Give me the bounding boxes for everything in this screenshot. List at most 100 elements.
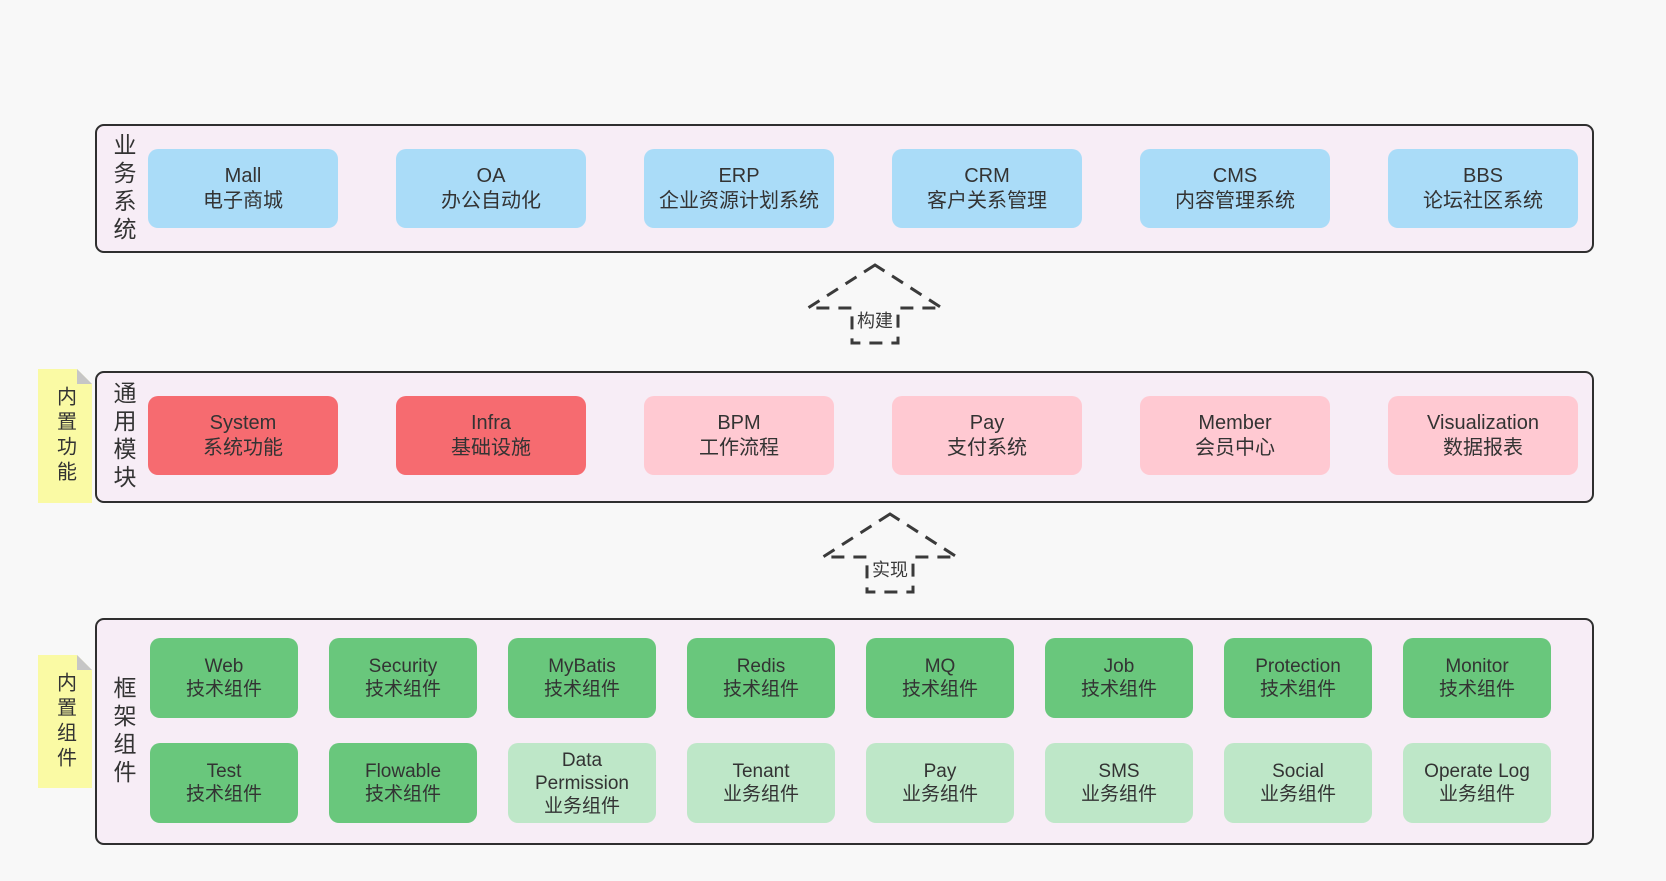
- box-subtitle: 业务组件: [1259, 784, 1336, 805]
- box-subtitle: 论坛社区系统: [1423, 189, 1543, 212]
- box-subtitle: 会员中心: [1195, 436, 1275, 459]
- box-subtitle: 技术组件: [1080, 679, 1157, 700]
- folded-corner-icon: [77, 369, 92, 384]
- sticky-text: 内置功能: [53, 386, 76, 486]
- box-subtitle: 内容管理系统: [1175, 189, 1295, 212]
- box-title: SMS: [1098, 761, 1140, 782]
- box-title: Pay: [923, 761, 957, 782]
- box-pay-component: Pay 业务组件: [866, 743, 1014, 823]
- box-title: Redis: [736, 656, 786, 677]
- box-mall: Mall 电子商城: [148, 149, 338, 228]
- box-monitor: Monitor 技术组件: [1403, 638, 1551, 718]
- box-subtitle: 支付系统: [947, 436, 1027, 459]
- sticky-paper: [38, 369, 92, 503]
- box-title: System: [209, 411, 277, 434]
- box-title: BBS: [1462, 164, 1504, 187]
- box-oa: OA 办公自动化: [396, 149, 586, 228]
- box-subtitle: 企业资源计划系统: [659, 189, 819, 212]
- box-title: Member: [1198, 411, 1272, 434]
- box-title: Social: [1272, 761, 1324, 782]
- box-redis: Redis 技术组件: [687, 638, 835, 718]
- arrow-implement-label: 实现: [869, 556, 911, 582]
- arrow-build-label: 构建: [854, 307, 896, 333]
- box-title: Protection: [1255, 656, 1341, 677]
- box-subtitle: 技术组件: [901, 679, 978, 700]
- box-title: CMS: [1212, 164, 1258, 187]
- sticky-note-builtin-features: 内置功能: [38, 369, 92, 503]
- box-subtitle: 电子商城: [203, 189, 283, 212]
- box-subtitle: 工作流程: [699, 436, 779, 459]
- box-subtitle: 技术组件: [1259, 679, 1336, 700]
- box-title: Test: [206, 761, 242, 782]
- box-test: Test 技术组件: [150, 743, 298, 823]
- box-subtitle: 技术组件: [364, 679, 441, 700]
- box-subtitle: 技术组件: [543, 679, 620, 700]
- box-subtitle: 业务组件: [1080, 784, 1157, 805]
- band-framework-components: 框架组件 Web 技术组件 Security 技术组件 MyBatis 技术组件…: [95, 618, 1594, 845]
- box-infra: Infra 基础设施: [396, 396, 586, 475]
- box-subtitle: 技术组件: [364, 784, 441, 805]
- arrow-implement: 实现: [820, 511, 960, 595]
- box-subtitle: 办公自动化: [441, 189, 541, 212]
- box-sms: SMS 业务组件: [1045, 743, 1193, 823]
- box-title: Monitor: [1445, 656, 1509, 677]
- arrow-build: 构建: [805, 262, 945, 346]
- band-label-business-systems: 业务系统: [110, 132, 136, 245]
- up-arrow-icon: [805, 263, 945, 345]
- box-title: Web: [204, 656, 244, 677]
- box-title: Operate Log: [1424, 761, 1530, 782]
- box-subtitle: 客户关系管理: [927, 189, 1047, 212]
- business-systems-row: Mall 电子商城 OA 办公自动化 ERP 企业资源计划系统 CRM 客户关系…: [148, 149, 1578, 228]
- box-security: Security 技术组件: [329, 638, 477, 718]
- box-title: Visualization: [1427, 411, 1539, 434]
- box-title: Security: [368, 656, 438, 677]
- sticky-note-builtin-components: 内置组件: [38, 655, 92, 788]
- band-label-common-modules: 通用模块: [110, 381, 136, 493]
- box-tenant: Tenant 业务组件: [687, 743, 835, 823]
- sticky-text: 内置组件: [53, 671, 76, 772]
- common-modules-row: System 系统功能 Infra 基础设施 BPM 工作流程 Pay 支付系统…: [148, 396, 1578, 475]
- box-title: MQ: [924, 656, 956, 677]
- box-subtitle: 业务组件: [722, 784, 799, 805]
- box-title: BPM: [717, 411, 761, 434]
- box-title: Infra: [470, 411, 512, 434]
- box-subtitle: 技术组件: [185, 784, 262, 805]
- box-subtitle: 技术组件: [722, 679, 799, 700]
- box-title: ERP: [718, 164, 760, 187]
- box-title: MyBatis: [548, 656, 616, 677]
- box-erp: ERP 企业资源计划系统: [644, 149, 834, 228]
- box-subtitle: 系统功能: [203, 436, 283, 459]
- box-web: Web 技术组件: [150, 638, 298, 718]
- box-bbs: BBS 论坛社区系统: [1388, 149, 1578, 228]
- box-operate-log: Operate Log 业务组件: [1403, 743, 1551, 823]
- box-crm: CRM 客户关系管理: [892, 149, 1082, 228]
- box-cms: CMS 内容管理系统: [1140, 149, 1330, 228]
- band-common-modules: 通用模块 System 系统功能 Infra 基础设施 BPM 工作流程 Pay…: [95, 371, 1594, 503]
- box-data-permission: Data Permission 业务组件: [508, 743, 656, 823]
- framework-components-row-1: Web 技术组件 Security 技术组件 MyBatis 技术组件 Redi…: [150, 638, 1551, 718]
- up-arrow-icon: [820, 512, 960, 594]
- box-title: OA: [476, 164, 506, 187]
- box-mybatis: MyBatis 技术组件: [508, 638, 656, 718]
- box-subtitle: 业务组件: [1438, 784, 1515, 805]
- box-subtitle: 业务组件: [543, 795, 620, 817]
- box-subtitle: 数据报表: [1443, 436, 1523, 459]
- folded-corner-icon: [77, 655, 92, 670]
- box-mq: MQ 技术组件: [866, 638, 1014, 718]
- box-job: Job 技术组件: [1045, 638, 1193, 718]
- box-protection: Protection 技术组件: [1224, 638, 1372, 718]
- framework-components-row-2: Test 技术组件 Flowable 技术组件 Data Permission …: [150, 743, 1551, 823]
- box-title: Data Permission: [535, 749, 629, 794]
- box-title: Pay: [969, 411, 1005, 434]
- box-system: System 系统功能: [148, 396, 338, 475]
- box-title: Flowable: [364, 761, 442, 782]
- box-bpm: BPM 工作流程: [644, 396, 834, 475]
- box-subtitle: 技术组件: [185, 679, 262, 700]
- box-subtitle: 基础设施: [451, 436, 531, 459]
- band-business-systems: 业务系统 Mall 电子商城 OA 办公自动化 ERP 企业资源计划系统 CRM…: [95, 124, 1594, 253]
- box-pay-module: Pay 支付系统: [892, 396, 1082, 475]
- band-label-framework-components: 框架组件: [110, 675, 136, 788]
- box-social: Social 业务组件: [1224, 743, 1372, 823]
- box-subtitle: 技术组件: [1438, 679, 1515, 700]
